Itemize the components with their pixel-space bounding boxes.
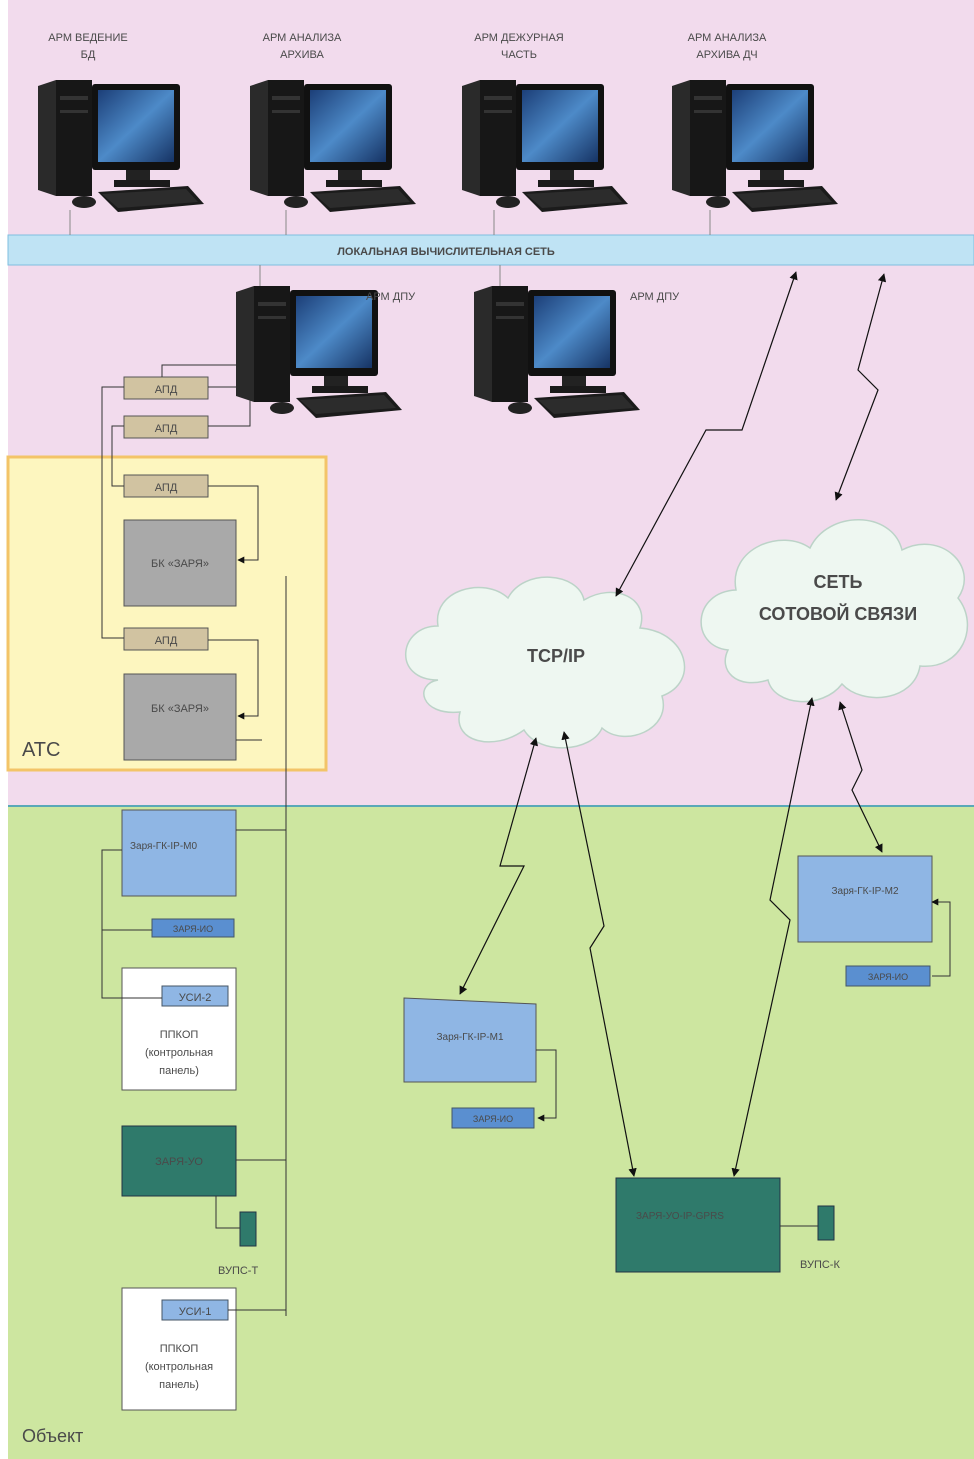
svg-text:Заря-ГК-IP-M1: Заря-ГК-IP-M1 xyxy=(436,1032,503,1043)
workstation-2[interactable]: АРМ АНАЛИЗА АРХИВА xyxy=(250,32,416,212)
svg-text:панель): панель) xyxy=(159,1065,199,1077)
object-label: Объект xyxy=(22,1426,83,1446)
gk-m1-device[interactable]: Заря-ГК-IP-M1 xyxy=(403,997,537,1083)
svg-text:ЗАРЯ-ИО: ЗАРЯ-ИО xyxy=(868,972,908,982)
svg-text:Заря-ГК-IP-M0: Заря-ГК-IP-M0 xyxy=(130,841,197,852)
apd-4[interactable]: АПД xyxy=(123,627,209,651)
io-left-module[interactable]: ЗАРЯ-ИО xyxy=(151,918,235,938)
workstation-4-subtitle: АРХИВА ДЧ xyxy=(696,49,757,61)
bk-zarya-2[interactable]: БК «ЗАРЯ» xyxy=(123,673,237,761)
lan-label: ЛОКАЛЬНАЯ ВЫЧИСЛИТЕЛЬНАЯ СЕТЬ xyxy=(337,246,555,258)
computer-icon xyxy=(38,80,204,212)
apd-3[interactable]: АПД xyxy=(123,474,209,498)
ats-label: АТС xyxy=(22,739,60,761)
ppkop-panel-2[interactable]: УСИ-1 ППКОП (контрольная панель) xyxy=(121,1287,237,1411)
svg-text:АПД: АПД xyxy=(155,482,178,494)
workstation-3-subtitle: ЧАСТЬ xyxy=(501,49,537,61)
svg-text:(контрольная: (контрольная xyxy=(145,1361,213,1373)
workstation-3-title: АРМ ДЕЖУРНАЯ xyxy=(474,32,564,44)
tcpip-label: TCP/IP xyxy=(527,646,585,666)
io-m1-module[interactable]: ЗАРЯ-ИО xyxy=(451,1107,535,1129)
workstation-2-title: АРМ АНАЛИЗА xyxy=(263,32,342,44)
ppkop-panel-1[interactable]: УСИ-2 ППКОП (контрольная панель) xyxy=(121,967,237,1091)
apd-2[interactable]: АПД xyxy=(123,415,209,439)
computer-icon xyxy=(236,286,402,418)
bk-zarya-1[interactable]: БК «ЗАРЯ» xyxy=(123,519,237,607)
workstation-1-subtitle: БД xyxy=(81,49,96,61)
svg-text:ЗАРЯ-ИО: ЗАРЯ-ИО xyxy=(173,924,213,934)
vups-t-device[interactable] xyxy=(239,1211,257,1247)
computer-icon xyxy=(672,80,838,212)
svg-text:ППКОП: ППКОП xyxy=(160,1343,199,1355)
vups-k-device[interactable] xyxy=(817,1205,835,1241)
gk-m0-device[interactable]: Заря-ГК-IP-M0 xyxy=(121,809,237,897)
svg-text:ЗАРЯ-ИО: ЗАРЯ-ИО xyxy=(473,1114,513,1124)
vups-k-label: ВУПС-К xyxy=(800,1259,840,1271)
lan-bar xyxy=(7,234,974,266)
svg-text:ППКОП: ППКОП xyxy=(160,1029,199,1041)
svg-text:АПД: АПД xyxy=(155,384,178,396)
workstation-1-title: АРМ ВЕДЕНИЕ xyxy=(48,32,127,44)
dpu-1-label: АРМ ДПУ xyxy=(366,291,416,303)
svg-text:УСИ-2: УСИ-2 xyxy=(179,992,212,1004)
svg-text:АПД: АПД xyxy=(155,635,178,647)
workstation-1[interactable]: АРМ ВЕДЕНИЕ БД xyxy=(38,32,204,212)
zarya-uo-device[interactable]: ЗАРЯ-УО xyxy=(121,1125,237,1197)
dpu-workstation-1[interactable]: АРМ ДПУ xyxy=(236,286,416,418)
computer-icon xyxy=(474,286,640,418)
svg-text:панель): панель) xyxy=(159,1379,199,1391)
workstation-4[interactable]: АРМ АНАЛИЗА АРХИВА ДЧ xyxy=(672,32,838,212)
svg-text:БК «ЗАРЯ»: БК «ЗАРЯ» xyxy=(151,558,209,570)
svg-text:БК «ЗАРЯ»: БК «ЗАРЯ» xyxy=(151,703,209,715)
tcpip-cloud: TCP/IP xyxy=(405,576,686,749)
io-m2-module[interactable]: ЗАРЯ-ИО xyxy=(845,965,931,987)
uo-ip-gprs-device[interactable]: ЗАРЯ-УО-IP-GPRS xyxy=(615,1177,781,1273)
svg-text:(контрольная: (контрольная xyxy=(145,1047,213,1059)
vups-t-label: ВУПС-Т xyxy=(218,1265,258,1277)
workstation-4-title: АРМ АНАЛИЗА xyxy=(688,32,767,44)
usi2-module xyxy=(161,985,229,1007)
svg-text:ЗАРЯ-УО: ЗАРЯ-УО xyxy=(155,1156,203,1168)
svg-text:УСИ-1: УСИ-1 xyxy=(179,1306,212,1318)
svg-text:Заря-ГК-IP-M2: Заря-ГК-IP-M2 xyxy=(831,886,898,897)
computer-icon xyxy=(250,80,416,212)
cellular-label-2: СОТОВОЙ СВЯЗИ xyxy=(759,603,917,624)
cellular-label-1: СЕТЬ xyxy=(814,572,863,592)
svg-text:АПД: АПД xyxy=(155,423,178,435)
workstation-3[interactable]: АРМ ДЕЖУРНАЯ ЧАСТЬ xyxy=(462,32,628,212)
svg-text:ЗАРЯ-УО-IP-GPRS: ЗАРЯ-УО-IP-GPRS xyxy=(636,1211,724,1222)
gk-m2-device[interactable]: Заря-ГК-IP-M2 xyxy=(797,855,933,943)
computer-icon xyxy=(462,80,628,212)
apd-1[interactable]: АПД xyxy=(123,376,209,400)
dpu-2-label: АРМ ДПУ xyxy=(630,291,680,303)
workstation-2-subtitle: АРХИВА xyxy=(280,49,324,61)
